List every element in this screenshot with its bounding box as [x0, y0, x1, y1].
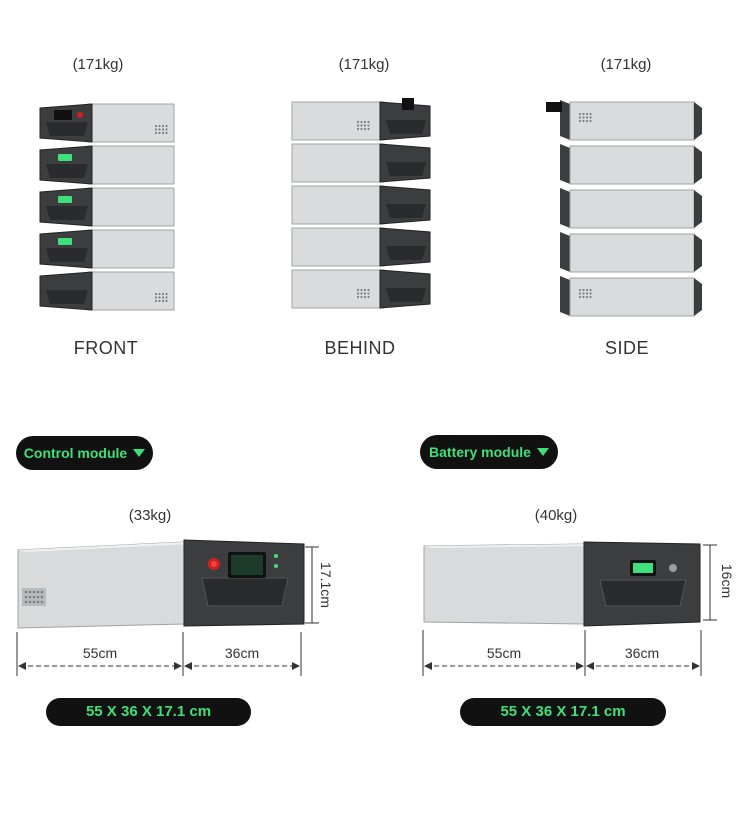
control-length-label: 55cm — [82, 645, 118, 661]
battery-height-label: 16cm — [719, 563, 735, 599]
battery-unit-side — [560, 144, 702, 185]
control-size-badge: 55 X 36 X 17.1 cm — [46, 698, 251, 726]
battery-unit-rear — [291, 269, 431, 309]
battery-unit — [39, 271, 175, 311]
front-stack-image — [39, 103, 175, 311]
side-stack-image — [546, 100, 702, 317]
chevron-down-icon — [133, 449, 146, 457]
battery-size-badge: 55 X 36 X 17.1 cm — [460, 698, 666, 726]
battery-unit-side — [560, 188, 702, 229]
battery-unit-rear — [291, 227, 431, 267]
battery-module-weight: (40kg) — [534, 507, 578, 524]
side-weight: (171kg) — [600, 56, 652, 73]
battery-module-tag: Battery module — [420, 435, 558, 469]
front-weight: (171kg) — [72, 56, 124, 73]
battery-unit-side — [560, 232, 702, 273]
chevron-down-icon — [536, 448, 549, 456]
battery-unit — [39, 187, 175, 227]
control-module-tag-label: Control module — [23, 445, 128, 461]
battery-module-image — [423, 541, 701, 627]
battery-unit — [39, 145, 175, 185]
battery-unit — [39, 229, 175, 269]
battery-unit-side — [560, 100, 702, 141]
battery-width-label: 36cm — [624, 645, 660, 661]
battery-unit-rear — [291, 143, 431, 183]
control-module-image — [17, 539, 305, 629]
control-unit — [39, 103, 175, 143]
behind-weight: (171kg) — [338, 56, 390, 73]
battery-length-label: 55cm — [486, 645, 522, 661]
behind-stack-image — [291, 98, 431, 309]
battery-unit-rear — [291, 185, 431, 225]
battery-unit-rear — [291, 101, 431, 141]
behind-label: BEHIND — [324, 338, 396, 358]
front-label: FRONT — [73, 338, 139, 358]
battery-module-tag-label: Battery module — [429, 444, 531, 460]
battery-unit-side — [560, 276, 702, 317]
side-label: SIDE — [604, 338, 649, 358]
control-module-weight: (33kg) — [128, 507, 172, 524]
control-module-tag: Control module — [16, 436, 153, 470]
control-width-label: 36cm — [224, 645, 260, 661]
control-height-label: 17.1cm — [318, 562, 334, 608]
